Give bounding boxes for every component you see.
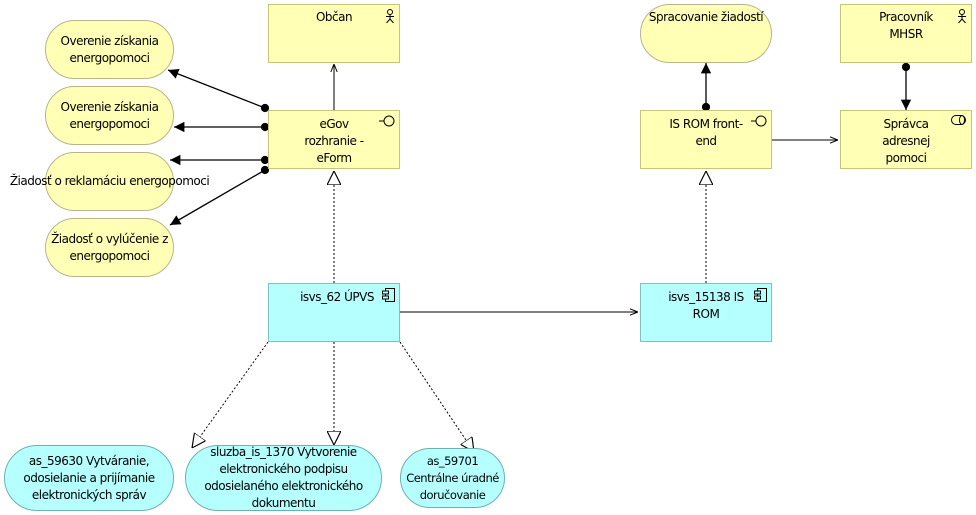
node-as59630[interactable]: as_59630 Vytváranie, odosielanie a prijí…	[4, 445, 174, 511]
node-label: Pracovník MHSR	[879, 10, 933, 41]
node-as59701[interactable]: as_59701 Centrálne úradné doručovanie	[400, 448, 505, 508]
node-label: Žiadosť o reklamáciu energopomoci	[9, 174, 210, 188]
node-service-1[interactable]: Overenie získania energopomoci	[45, 20, 174, 79]
node-spravca[interactable]: Správca adresnej pomoci	[840, 110, 972, 169]
node-service-3[interactable]: Žiadosť o reklamáciu energopomoci	[10, 152, 210, 211]
node-label: eGov rozhranie - eForm	[304, 117, 364, 165]
node-service-2[interactable]: Overenie získania energopomoci	[45, 86, 174, 145]
relation-upvs-as59701	[399, 341, 474, 452]
interface-icon	[751, 115, 767, 127]
node-isrom-frontend[interactable]: IS ROM front-end	[640, 110, 772, 169]
node-label: Overenie získania energopomoci	[60, 33, 159, 65]
node-upvs[interactable]: isvs_62 ÚPVS	[268, 283, 400, 342]
node-service-4[interactable]: Žiadosť o vylúčenie z energopomoci	[45, 218, 174, 277]
node-spracovanie[interactable]: Spracovanie žiadostí	[640, 4, 772, 63]
node-label: isvs_62 ÚPVS	[300, 290, 374, 304]
node-label: Správca adresnej pomoci	[882, 117, 930, 165]
component-icon	[754, 288, 767, 302]
node-label: sluzba_is_1370 Vytvorenie elektronického…	[204, 445, 363, 510]
relation-egov-svc1	[167, 68, 270, 113]
node-label: as_59701 Centrálne úradné doručovanie	[406, 453, 499, 502]
interface-icon	[379, 115, 395, 127]
node-label: Overenie získania energopomoci	[60, 99, 159, 131]
relation-upvs-as59630	[192, 341, 269, 448]
node-label: isvs_15138 IS ROM	[668, 290, 744, 321]
node-obcan[interactable]: Občan	[268, 4, 400, 63]
node-egov[interactable]: eGov rozhranie - eForm	[268, 110, 400, 169]
actor-icon	[958, 9, 966, 23]
node-label: as_59630 Vytváranie, odosielanie a prijí…	[23, 453, 155, 502]
node-label: Spracovanie žiadostí	[648, 10, 764, 24]
node-label: Žiadosť o vylúčenie z energopomoci	[51, 231, 168, 263]
relation-egov-svc4	[169, 165, 270, 226]
node-pracovnik[interactable]: Pracovník MHSR	[840, 4, 972, 63]
node-sluzba1370[interactable]: sluzba_is_1370 Vytvorenie elektronického…	[185, 445, 382, 511]
component-icon	[382, 288, 395, 302]
node-isrom[interactable]: isvs_15138 IS ROM	[640, 283, 772, 342]
actor-icon	[386, 9, 394, 23]
node-label: IS ROM front-end	[669, 117, 743, 148]
role-icon	[951, 115, 966, 125]
node-label: Občan	[315, 10, 353, 24]
